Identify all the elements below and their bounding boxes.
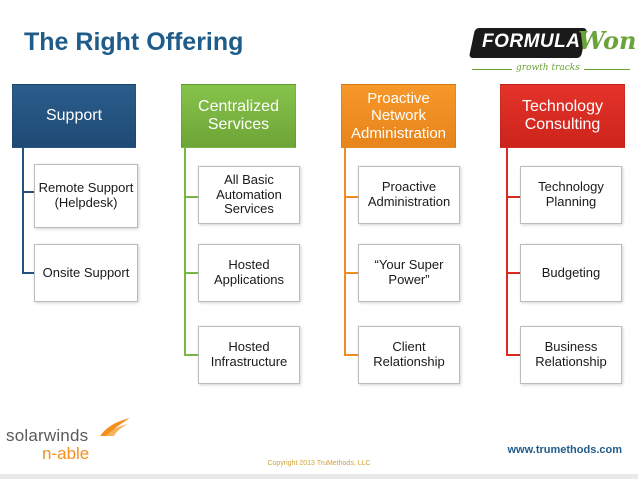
item-hosted-applications: Hosted Applications (198, 244, 300, 302)
footer-url: www.trumethods.com (507, 444, 623, 456)
connector-centralized-2 (184, 272, 198, 274)
item-your-super-power: “Your Super Power” (358, 244, 460, 302)
logo-rule-left (472, 69, 512, 70)
footer-copyright: Copyright 2013 TruMethods, LLC (267, 460, 371, 467)
item-business-relationship: Business Relationship (520, 326, 622, 384)
item-onsite-support: Onsite Support (34, 244, 138, 302)
solarwinds-wordmark: solarwinds (6, 426, 89, 445)
logo-won-text: Won (578, 26, 637, 55)
connector-centralized-3 (184, 354, 198, 356)
item-hosted-infrastructure: Hosted Infrastructure (198, 326, 300, 384)
header-support: Support (12, 84, 136, 148)
page-title: The Right Offering (24, 28, 244, 56)
item-remote-support: Remote Support (Helpdesk) (34, 164, 138, 228)
solarwinds-flame-icon (100, 418, 130, 436)
connector-technology-2 (506, 272, 520, 274)
connector-centralized-vertical (184, 148, 186, 356)
connector-support-vertical (22, 148, 24, 274)
connector-centralized-1 (184, 196, 198, 198)
formula-won-logo: FORMULA Won growth tracks (468, 24, 636, 73)
item-proactive-administration: Proactive Administration (358, 166, 460, 224)
logo-rule-right (584, 69, 630, 70)
item-budgeting: Budgeting (520, 244, 622, 302)
header-technology-consulting: Technology Consulting (500, 84, 625, 148)
header-centralized-services: Centralized Services (181, 84, 296, 148)
logo-formula-text: FORMULA (482, 31, 581, 52)
item-technology-planning: Technology Planning (520, 166, 622, 224)
header-proactive-network: Proactive Network Administration (341, 84, 456, 148)
connector-technology-1 (506, 196, 520, 198)
connector-support-1 (22, 191, 34, 193)
item-basic-automation: All Basic Automation Services (198, 166, 300, 224)
connector-proactive-2 (344, 272, 358, 274)
solarwinds-nable-logo: solarwinds n-able (6, 416, 156, 466)
connector-technology-3 (506, 354, 520, 356)
connector-proactive-3 (344, 354, 358, 356)
connector-proactive-vertical (344, 148, 346, 356)
item-client-relationship: Client Relationship (358, 326, 460, 384)
connector-technology-vertical (506, 148, 508, 356)
logo-tagline: growth tracks (516, 63, 580, 73)
nable-wordmark: n-able (42, 444, 90, 463)
connector-proactive-1 (344, 196, 358, 198)
footer-bar (0, 474, 638, 479)
connector-support-2 (22, 272, 34, 274)
